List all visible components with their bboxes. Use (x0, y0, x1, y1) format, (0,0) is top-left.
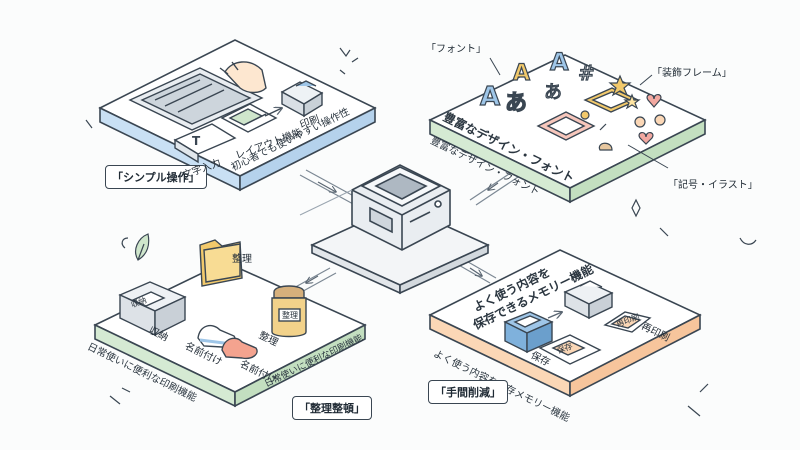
layout-card-icon (220, 103, 278, 133)
svg-text:A: A (550, 48, 569, 76)
frame-icons (536, 87, 640, 141)
folder-icon (199, 239, 243, 287)
floppy-disk-icon (503, 311, 554, 354)
jar-label: 整理 (282, 311, 298, 320)
panel-memory (428, 249, 702, 398)
memory-printer-icon (563, 280, 614, 320)
text-input-card-icon: T (173, 123, 237, 164)
svg-text:A: A (513, 61, 530, 86)
symbol-illustrations (580, 74, 666, 151)
svg-text:A: A (480, 82, 500, 112)
svg-text:あ: あ (505, 91, 527, 116)
arrow-save-to-printer (547, 312, 562, 318)
file-label: 整理 (232, 254, 252, 265)
simple-operation-tag: 「シンプル操作」 (105, 165, 207, 189)
svg-text:あ: あ (544, 82, 562, 103)
save-card-icon (538, 334, 602, 365)
callout-lines (489, 57, 669, 169)
hand-icon (219, 61, 267, 94)
symbol-callout: 「記号・イラスト」 (668, 180, 758, 191)
decorative-sparkles (85, 47, 757, 417)
connector-simple (299, 174, 356, 206)
jar-icon (271, 285, 307, 338)
label-printer-icon (299, 164, 451, 251)
organize-tag: 「整理整頓」 (292, 396, 372, 420)
reprint-card-icon (603, 311, 652, 333)
keyboard-icon (128, 67, 264, 131)
leaf-icon (121, 233, 150, 261)
frame-callout: 「装飾フレーム」 (652, 68, 732, 79)
small-printer-icon (280, 80, 324, 118)
font-callout: 「フォント」 (426, 44, 486, 55)
arrow-to-print-icon (264, 108, 282, 117)
font-letters-icon: A A あ あ A # (479, 47, 595, 116)
shoes-icon (197, 324, 258, 360)
svg-text:T: T (192, 134, 201, 148)
storage-box-icon (118, 281, 187, 337)
svg-text:#: # (578, 61, 595, 85)
memory-tag: 「手間削減」 (428, 380, 508, 404)
